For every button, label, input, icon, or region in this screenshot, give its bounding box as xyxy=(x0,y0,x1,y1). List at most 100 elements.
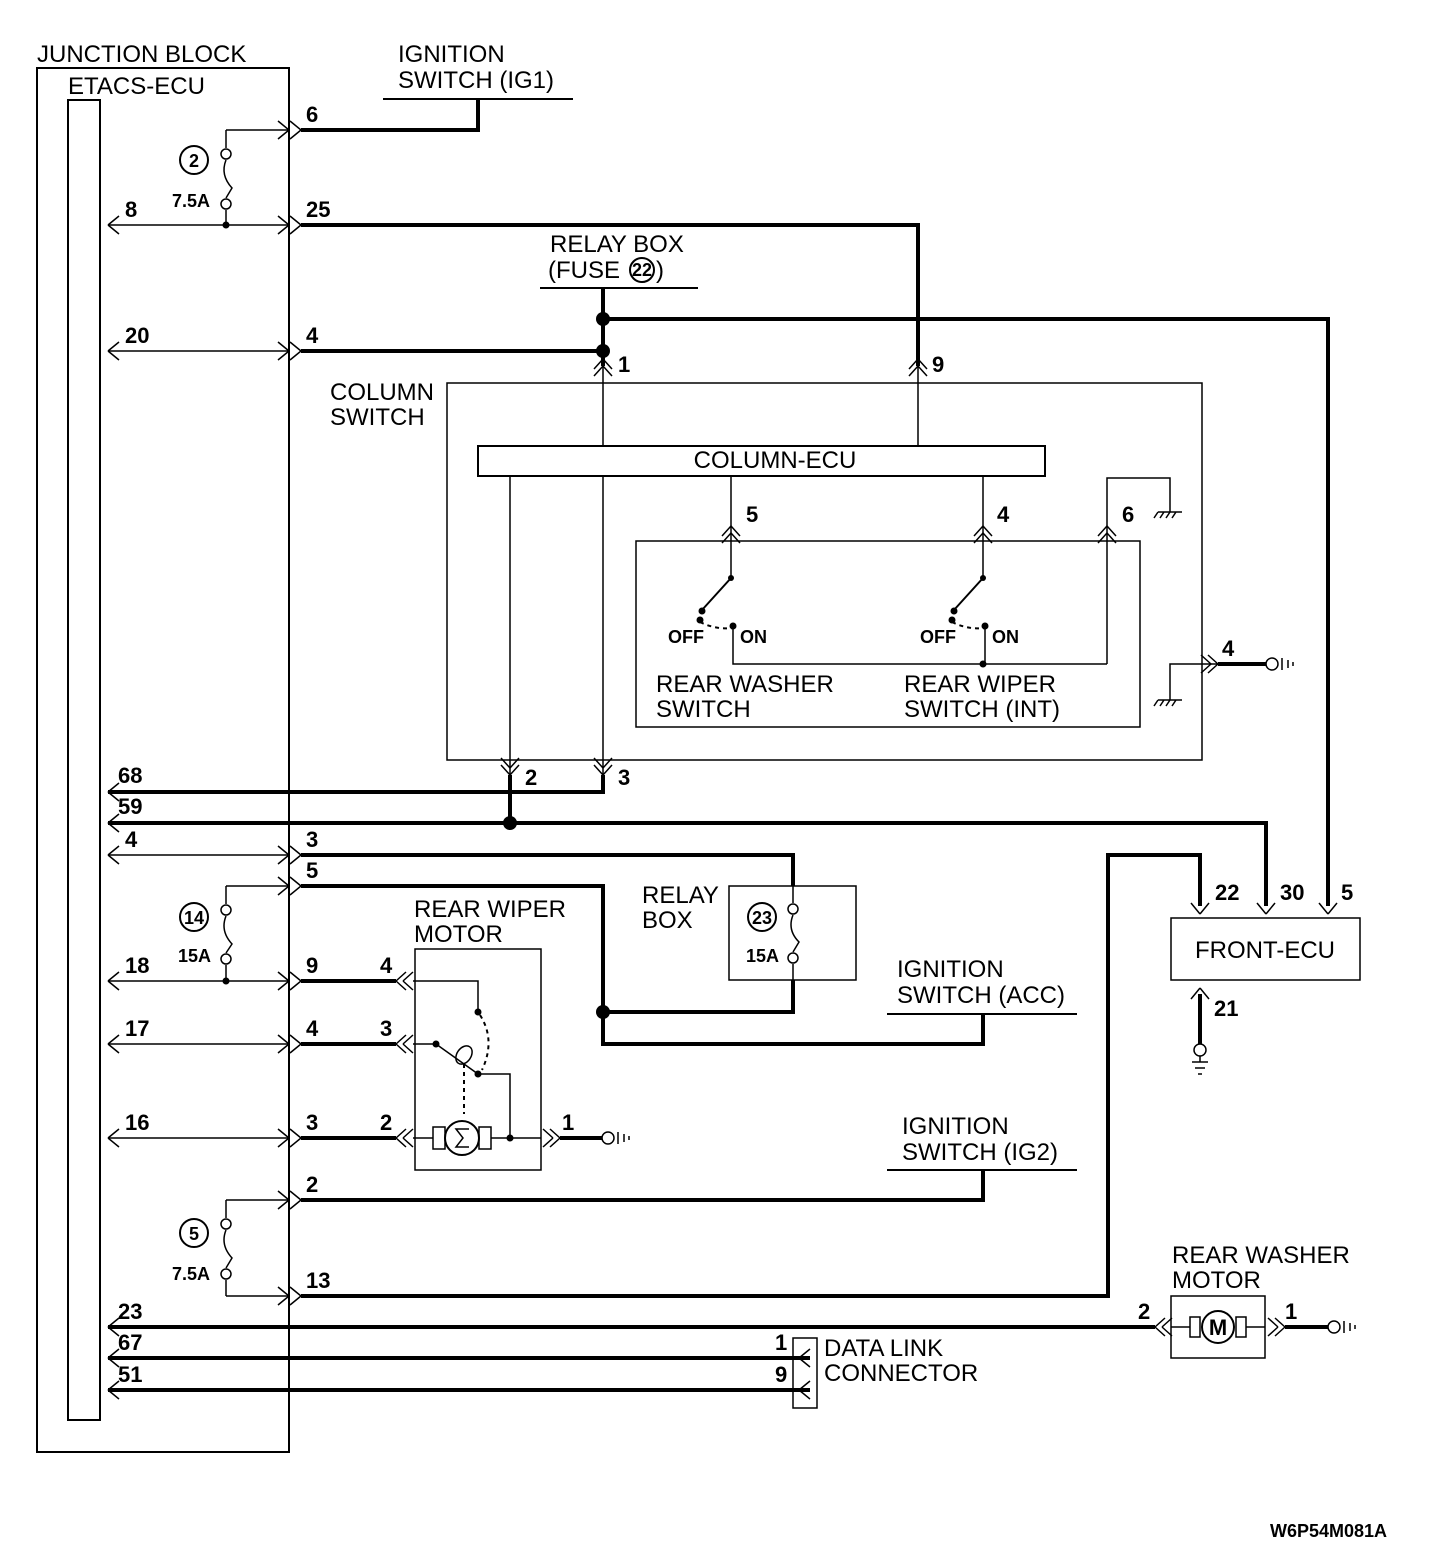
washer-motor-pin-2: 2 xyxy=(1138,1299,1150,1324)
column-switch-label-1: COLUMN xyxy=(330,379,434,406)
column-pin-2: 2 xyxy=(525,765,537,790)
ignition-switch-acc: IGNITION SWITCH (ACC) xyxy=(887,956,1077,1015)
fuse-23-number: 23 xyxy=(752,908,772,928)
dlc-pin-9: 9 xyxy=(775,1362,787,1387)
rear-washer-on: ON xyxy=(740,627,767,647)
fuse-5-number: 5 xyxy=(189,1224,199,1244)
rear-wiper-switch-label-2: SWITCH (INT) xyxy=(904,696,1060,723)
relay-box-label-2-end: ) xyxy=(656,257,664,284)
jb-pin-2: 2 xyxy=(306,1172,318,1197)
fuse-22-badge xyxy=(629,257,655,283)
wiper-motor-pin-1: 1 xyxy=(562,1110,574,1135)
jb-pin-labels: 6 25 4 3 5 9 4 3 2 13 xyxy=(306,102,330,1293)
ecu-pin-67: 67 xyxy=(118,1330,142,1355)
fuse-5-rating: 7.5A xyxy=(172,1264,210,1284)
ecu-internal-lines xyxy=(107,120,290,1400)
jb-pin-3a: 3 xyxy=(306,827,318,852)
relay-box-fuse-22: RELAY BOX (FUSE 22 ) xyxy=(540,231,698,289)
rear-washer-switch: OFF ON REAR WASHER SWITCH xyxy=(656,575,1107,723)
ecu-pin-8: 8 xyxy=(125,197,137,222)
wire-relay-22 xyxy=(289,288,1330,906)
relay-box2-label-2: BOX xyxy=(642,907,693,934)
fuse-23-rating: 15A xyxy=(746,946,779,966)
fuse-22-number: 22 xyxy=(632,260,652,280)
ignition-switch-ig2: IGNITION SWITCH (IG2) xyxy=(289,1113,1077,1210)
front-ecu: FRONT-ECU 22 30 5 21 xyxy=(1170,880,1361,1075)
rear-wiper-motor-label-2: MOTOR xyxy=(414,921,503,948)
data-link-connector: 1 9 DATA LINK CONNECTOR xyxy=(108,1330,978,1409)
ecu-pin-4: 4 xyxy=(125,827,138,852)
fuse-5-badge xyxy=(179,1218,209,1248)
jb-pin-5: 5 xyxy=(306,858,318,883)
column-pin-3: 3 xyxy=(618,765,630,790)
ecu-pin-18: 18 xyxy=(125,953,149,978)
jb-pin-6: 6 xyxy=(306,102,318,127)
jb-pin-4b: 4 xyxy=(306,1016,319,1041)
ecu-pin-23: 23 xyxy=(118,1299,142,1324)
column-switch-label-2: SWITCH xyxy=(330,404,425,431)
column-pin-4: 4 xyxy=(997,502,1010,527)
rear-wiper-switch: OFF ON REAR WIPER SWITCH (INT) xyxy=(904,575,1060,723)
rear-wiper-motor: REAR WIPER MOTOR 4 3 2 1 xyxy=(289,896,630,1171)
rear-wiper-off: OFF xyxy=(920,627,956,647)
fuse-2-badge xyxy=(179,145,209,175)
column-pin-9: 9 xyxy=(932,352,944,377)
fuse-14: 14 15A xyxy=(108,885,289,985)
column-pin-5: 5 xyxy=(746,502,758,527)
diagram-code: W6P54M081A xyxy=(1270,1521,1387,1541)
front-ecu-pin-30: 30 xyxy=(1280,880,1304,905)
jb-pin-9: 9 xyxy=(306,953,318,978)
rear-washer-motor: REAR WASHER MOTOR 2 M 1 xyxy=(108,1242,1356,1359)
column-pin-6: 6 xyxy=(1122,502,1134,527)
ig2-label-1: IGNITION xyxy=(902,1113,1009,1140)
front-ecu-pin-21: 21 xyxy=(1214,996,1238,1021)
dlc-label-2: CONNECTOR xyxy=(824,1360,978,1387)
fuse-23-badge xyxy=(747,902,777,932)
ig1-label-2: SWITCH (IG1) xyxy=(398,67,554,94)
rear-washer-off: OFF xyxy=(668,627,704,647)
rear-washer-switch-label-1: REAR WASHER xyxy=(656,671,834,698)
relay-box2-label-1: RELAY xyxy=(642,882,719,909)
ecu-pin-20: 20 xyxy=(125,323,149,348)
fuse-5: 5 7.5A xyxy=(172,1199,289,1297)
dlc-label-1: DATA LINK xyxy=(824,1335,943,1362)
washer-motor-symbol xyxy=(1201,1310,1235,1344)
ig2-label-2: SWITCH (IG2) xyxy=(902,1139,1058,1166)
fuse-2-rating: 7.5A xyxy=(172,191,210,211)
rear-washer-switch-label-2: SWITCH xyxy=(656,696,751,723)
ecu-pin-17: 17 xyxy=(125,1016,149,1041)
junction-block: JUNCTION BLOCK ETACS-ECU xyxy=(36,41,290,1453)
wiper-motor-pin-4: 4 xyxy=(380,953,393,978)
switch-subbox xyxy=(635,540,1141,728)
ecu-pin-51: 51 xyxy=(118,1362,142,1387)
column-ecu-box xyxy=(477,445,1046,477)
junction-block-title: JUNCTION BLOCK xyxy=(37,41,246,68)
relay-box-label-2: (FUSE xyxy=(548,257,620,284)
rear-washer-motor-label-2: MOTOR xyxy=(1172,1267,1261,1294)
ig-acc-label-2: SWITCH (ACC) xyxy=(897,982,1065,1009)
rear-wiper-motor-label-1: REAR WIPER xyxy=(414,896,566,923)
fuse-2-number: 2 xyxy=(189,151,199,171)
dlc-pin-1: 1 xyxy=(775,1330,787,1355)
ignition-switch-ig1: IGNITION SWITCH (IG1) xyxy=(289,41,573,140)
ecu-pin-labels: 8 20 68 59 4 18 17 16 23 67 51 xyxy=(118,197,149,1387)
wiper-motor-pin-3: 3 xyxy=(380,1016,392,1041)
jb-pin-25: 25 xyxy=(306,197,330,222)
fuse-14-number: 14 xyxy=(184,908,204,928)
ecu-pin-16: 16 xyxy=(125,1110,149,1135)
fuse-14-rating: 15A xyxy=(178,946,211,966)
column-pin-gnd4: 4 xyxy=(1222,636,1235,661)
ig1-label-1: IGNITION xyxy=(398,41,505,68)
front-ecu-pin-5: 5 xyxy=(1341,880,1353,905)
fuse-2: 2 7.5A xyxy=(108,129,289,229)
etacs-ecu-body xyxy=(67,99,101,1421)
washer-motor-m: M xyxy=(1209,1315,1227,1340)
jb-pin-4a: 4 xyxy=(306,323,319,348)
washer-motor-pin-1: 1 xyxy=(1285,1299,1297,1324)
wiper-motor-symbol xyxy=(444,1120,480,1156)
column-switch: COLUMN SWITCH COLUMN-ECU 1 9 2 3 5 4 6 xyxy=(330,352,1294,790)
wires-col-ecu xyxy=(108,775,1268,906)
fuse-14-badge xyxy=(179,902,209,932)
column-ecu-label: COLUMN-ECU xyxy=(694,447,857,474)
